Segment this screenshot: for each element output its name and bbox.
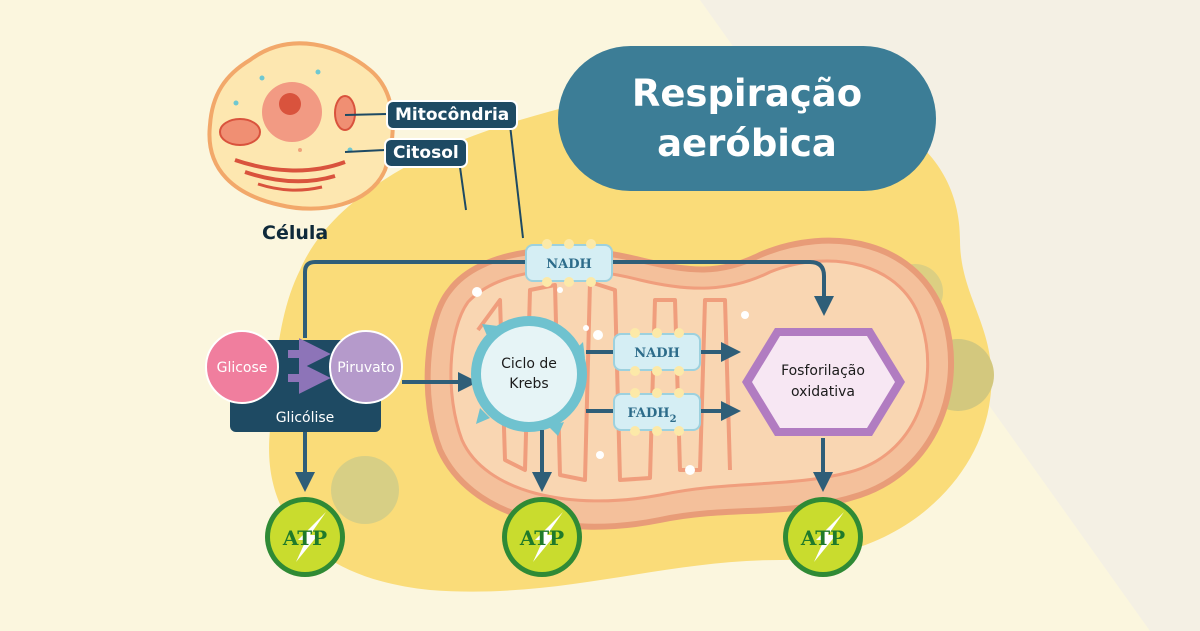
krebs-label-line1: Ciclo de: [501, 356, 557, 372]
glycolysis-label: Glicólise: [276, 410, 335, 426]
glucose-circle: [205, 330, 279, 404]
atp-label-1: ATP: [282, 526, 327, 550]
nadh-top-label: NADH: [546, 257, 592, 272]
fadh2-label: FADH2: [627, 406, 676, 425]
cytosol-leader: [458, 159, 467, 211]
oxphos-label-line1: Fosforilação: [781, 363, 865, 379]
oxphos-label-line2: oxidativa: [791, 384, 855, 400]
mitochondria-leader: [509, 124, 524, 239]
mitochondria-leader: [344, 113, 389, 116]
krebs-cycle: [471, 316, 587, 436]
nadh-mid-label: NADH: [634, 346, 680, 361]
fadh2-carrier: [613, 388, 701, 436]
atp-badge-1: [265, 497, 345, 577]
atp-badge-3: [783, 497, 863, 577]
title-pill: Respiração aeróbica: [558, 46, 936, 191]
cell-label: Célula: [262, 222, 329, 244]
pyruvate-label: Piruvato: [337, 360, 395, 376]
atp-label-3: ATP: [800, 526, 845, 550]
fadh-text: FADH: [627, 406, 669, 421]
oxphos-hexagon-inner: [752, 336, 895, 428]
nadh-carrier-top: [525, 239, 613, 287]
cell-illustration: [207, 41, 395, 211]
nadh-carrier-mid: [613, 328, 701, 376]
cytosol-leader: [344, 149, 386, 153]
title-line2: aeróbica: [657, 121, 837, 165]
fadh-subscript: 2: [670, 414, 677, 425]
glucose-label: Glicose: [217, 360, 268, 376]
blob-spot: [331, 456, 399, 524]
atp-label-2: ATP: [519, 526, 564, 550]
title-line1: Respiração: [631, 71, 863, 115]
mitochondria-tag: Mitocôndria: [386, 100, 519, 130]
atp-badge-2: [502, 497, 582, 577]
cytosol-tag: Citosol: [384, 138, 468, 168]
krebs-label-line2: Krebs: [509, 376, 548, 392]
